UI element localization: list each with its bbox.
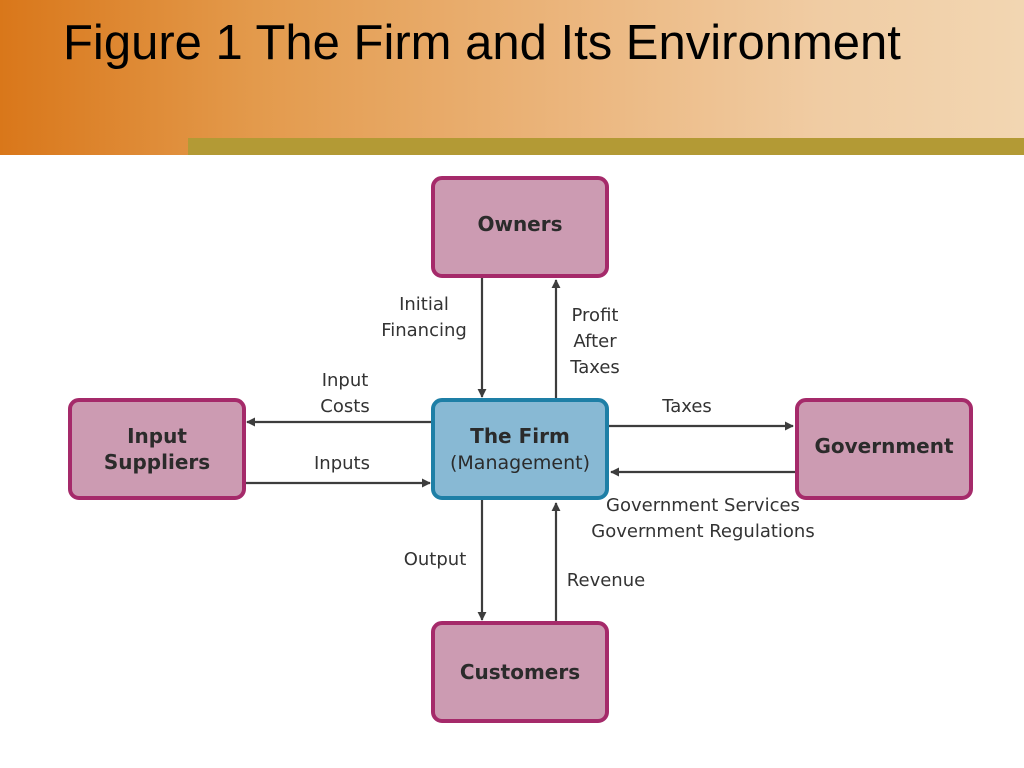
government-box <box>795 398 973 500</box>
input-suppliers-box <box>68 398 246 500</box>
profit-after-taxes-label-line3: Taxes <box>569 357 620 378</box>
output-label: Output <box>404 549 467 570</box>
owners-box <box>431 176 609 278</box>
firm-box <box>431 398 609 500</box>
owners-label: Owners <box>477 212 562 236</box>
flow-arrows <box>246 278 796 622</box>
government-services-label: Government Services <box>606 495 800 516</box>
owners-node: Owners <box>431 176 609 278</box>
profit-after-taxes-label-line2: After <box>573 331 617 352</box>
revenue-label: Revenue <box>567 570 645 591</box>
taxes-label: Taxes <box>661 396 712 417</box>
firm-node: The Firm (Management) <box>431 398 609 500</box>
slide-title: Figure 1 The Firm and Its Environment <box>63 16 901 70</box>
input-costs-label-line1: Input <box>322 370 369 391</box>
input-suppliers-node: Input Suppliers <box>68 398 246 500</box>
title-bar <box>0 0 1024 155</box>
flow-labels: Initial Financing Profit After Taxes Inp… <box>314 294 815 591</box>
input-suppliers-label-line1: Input <box>127 424 187 448</box>
profit-after-taxes-label-line1: Profit <box>572 305 619 326</box>
government-regulations-label: Government Regulations <box>591 521 814 542</box>
input-costs-label-line2: Costs <box>320 396 369 417</box>
customers-label: Customers <box>460 660 580 684</box>
initial-financing-label-line2: Financing <box>381 320 467 341</box>
title-accent-bar <box>188 138 1024 155</box>
government-label: Government <box>814 434 954 458</box>
customers-node: Customers <box>431 621 609 723</box>
initial-financing-label-line1: Initial <box>399 294 449 315</box>
inputs-label: Inputs <box>314 453 370 474</box>
firm-label: The Firm <box>470 424 570 448</box>
firm-sublabel: (Management) <box>450 452 590 474</box>
input-suppliers-label-line2: Suppliers <box>104 450 210 474</box>
government-node: Government <box>795 398 973 500</box>
customers-box <box>431 621 609 723</box>
